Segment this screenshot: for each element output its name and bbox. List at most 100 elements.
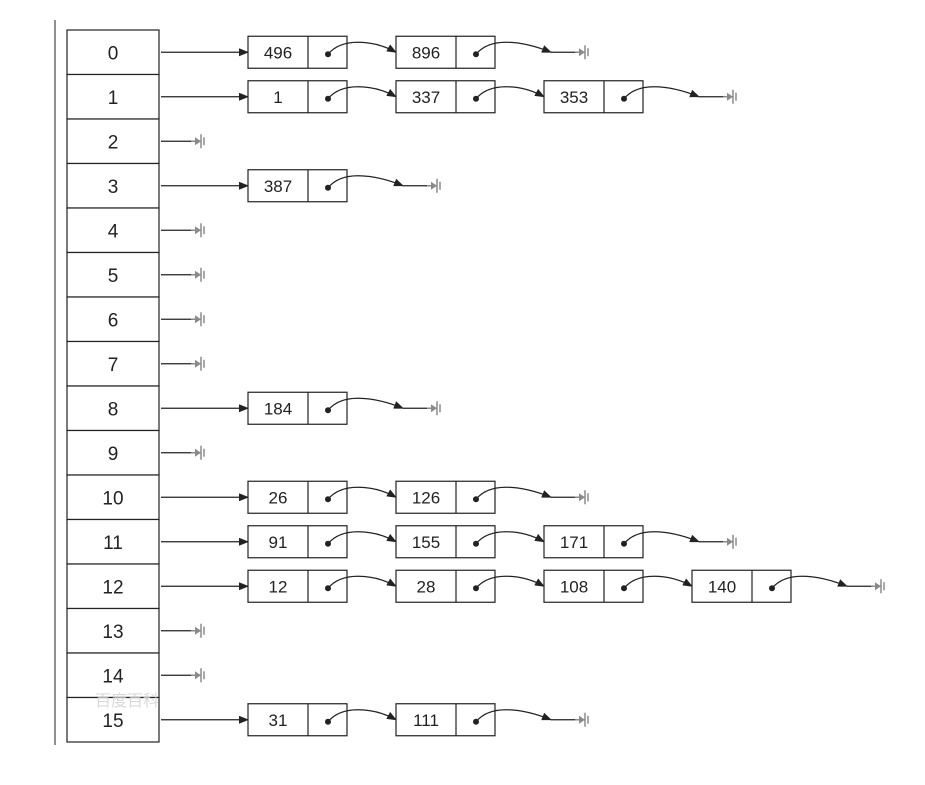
node-value: 28 [417, 577, 436, 596]
bucket-index: 5 [108, 266, 119, 287]
list-node: 387 [247, 169, 348, 203]
null-terminator-icon [427, 401, 441, 416]
list-node: 1 [247, 80, 348, 114]
next-pointer-arrow [475, 41, 552, 55]
node-value: 31 [269, 711, 288, 730]
next-pointer-arrow [623, 531, 700, 545]
next-pointer-arrow [327, 86, 397, 100]
node-value: 184 [264, 399, 292, 418]
list-node: 337 [395, 80, 496, 114]
bucket-cell: 0 [66, 29, 160, 76]
node-value: 155 [412, 533, 440, 552]
null-terminator-icon [575, 45, 589, 60]
bucket-cell: 11 [66, 518, 160, 565]
node-value: 111 [413, 711, 439, 730]
list-node: 353 [543, 80, 644, 114]
null-terminator-icon [723, 534, 737, 549]
bucket-cell: 6 [66, 296, 160, 343]
bucket-cell: 7 [66, 340, 160, 387]
next-pointer-arrow [327, 531, 397, 545]
bucket-index: 3 [108, 177, 119, 198]
null-terminator-icon [191, 623, 205, 638]
bucket-index: 6 [108, 310, 119, 331]
null-terminator-icon [191, 668, 205, 683]
null-terminator-icon [723, 89, 737, 104]
next-pointer-arrow [623, 86, 700, 100]
next-pointer-arrow [475, 531, 545, 545]
bucket-cell: 2 [66, 118, 160, 165]
null-terminator-icon [575, 490, 589, 505]
bucket-index: 2 [108, 132, 119, 153]
list-node: 496 [247, 35, 348, 69]
list-node: 28 [395, 569, 496, 603]
null-terminator-icon [575, 712, 589, 727]
null-terminator-icon [427, 178, 441, 193]
next-pointer-arrow [327, 175, 404, 189]
bucket-index: 1 [108, 88, 119, 109]
null-terminator-icon [191, 267, 205, 282]
node-value: 12 [269, 577, 288, 596]
bucket-index: 12 [102, 577, 123, 598]
bucket-index: 14 [102, 666, 124, 687]
bucket-cell: 9 [66, 429, 160, 476]
list-node: 155 [395, 525, 496, 559]
node-value: 387 [264, 177, 292, 196]
node-value: 1 [273, 88, 282, 107]
node-value: 353 [560, 88, 588, 107]
null-terminator-icon [191, 134, 205, 149]
node-value: 496 [264, 43, 292, 62]
list-node: 171 [543, 525, 644, 559]
null-terminator-icon [191, 356, 205, 371]
next-pointer-arrow [475, 709, 552, 723]
bucket-cell: 3 [66, 162, 160, 209]
bucket-index: 13 [102, 622, 123, 643]
list-node: 126 [395, 480, 496, 514]
node-value: 171 [560, 533, 588, 552]
bucket-index: 10 [102, 488, 123, 509]
next-pointer-arrow [771, 575, 848, 589]
bucket-cell: 15 [66, 696, 160, 743]
node-value: 108 [560, 577, 588, 596]
list-node: 31 [247, 703, 348, 737]
list-node: 184 [247, 391, 348, 425]
node-value: 26 [269, 488, 288, 507]
watermark: 百度百科 [95, 692, 159, 710]
next-pointer-arrow [623, 575, 693, 589]
bucket-cell: 12 [66, 563, 160, 610]
null-terminator-icon [191, 445, 205, 460]
null-terminator-icon [871, 579, 885, 594]
bucket-cell: 10 [66, 474, 160, 521]
list-node: 140 [691, 569, 792, 603]
node-value: 91 [269, 533, 288, 552]
next-pointer-arrow [327, 575, 397, 589]
bucket-index: 15 [102, 711, 123, 732]
list-node: 91 [247, 525, 348, 559]
bucket-cell: 4 [66, 207, 160, 254]
bucket-cell: 14 [66, 652, 160, 699]
bucket-cell: 8 [66, 385, 160, 432]
list-node: 896 [395, 35, 496, 69]
next-pointer-arrow [327, 486, 397, 500]
bucket-cell: 5 [66, 251, 160, 298]
next-pointer-arrow [475, 575, 545, 589]
list-node: 108 [543, 569, 644, 603]
bucket-index: 8 [108, 399, 119, 420]
next-pointer-arrow [475, 486, 552, 500]
bucket-index: 4 [108, 221, 119, 242]
chains: 496 896 1 337 353 387 184 26 126 91 155 171 12 28 108 1… [161, 35, 885, 737]
node-value: 126 [412, 488, 440, 507]
bucket-index: 9 [108, 444, 119, 465]
next-pointer-arrow [475, 86, 545, 100]
null-terminator-icon [191, 223, 205, 238]
bucket-index: 7 [108, 355, 119, 376]
bucket-index: 11 [103, 533, 123, 554]
next-pointer-arrow [327, 397, 404, 411]
node-value: 140 [708, 577, 736, 596]
bucket-cell: 1 [66, 73, 160, 120]
bucket-cell: 13 [66, 607, 160, 654]
node-value: 896 [412, 43, 440, 62]
list-node: 26 [247, 480, 348, 514]
next-pointer-arrow [327, 709, 397, 723]
